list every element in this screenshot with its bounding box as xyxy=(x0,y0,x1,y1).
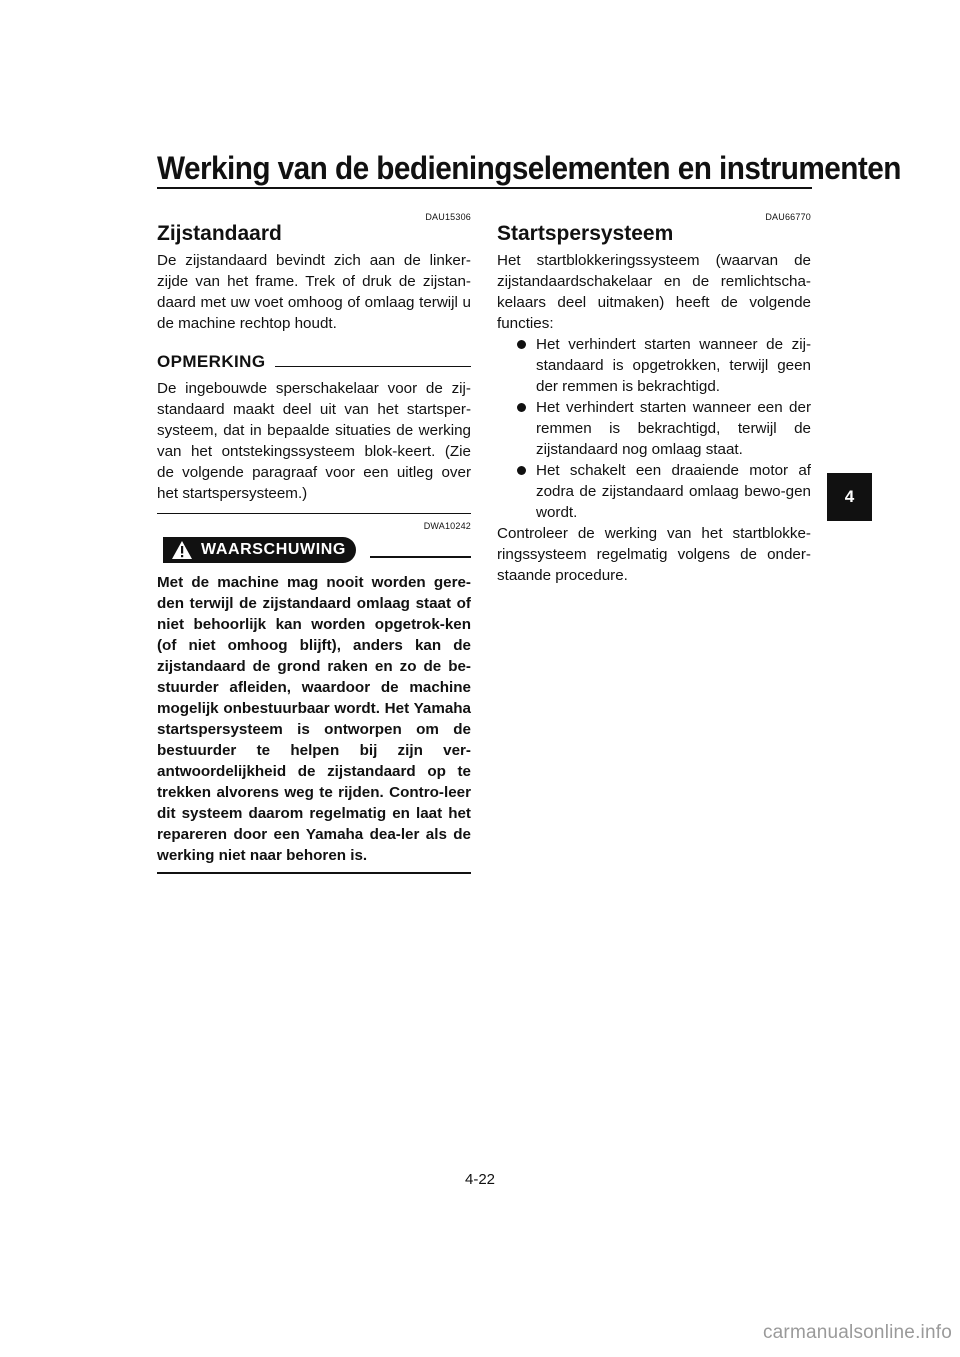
section-code: DAU66770 xyxy=(765,212,811,222)
section-heading: Startspersysteem xyxy=(497,222,674,245)
section-code: DAU15306 xyxy=(425,212,471,222)
warning-text: Met de machine mag nooit worden gere-den… xyxy=(157,574,471,864)
header-rule xyxy=(157,187,812,189)
warning-triangle-icon xyxy=(172,541,192,559)
list-item-text: Het verhindert starten wanneer de zij-st… xyxy=(536,336,811,395)
warning-end-rule xyxy=(157,872,471,874)
bullet-dot-icon xyxy=(517,340,526,349)
note-end-rule xyxy=(157,513,471,514)
function-list: Het verhindert starten wanneer de zij-st… xyxy=(497,334,811,523)
section-paragraph: De zijstandaard bevindt zich aan de link… xyxy=(157,252,471,332)
warning-badge: WAARSCHUWING xyxy=(163,537,356,563)
page-number: 4-22 xyxy=(464,1171,496,1188)
note-rule xyxy=(275,365,471,367)
chapter-tab: 4 xyxy=(827,473,872,521)
warning-code: DWA10242 xyxy=(423,521,471,531)
list-item: Het verhindert starten wanneer een der r… xyxy=(515,397,811,460)
bullet-dot-icon xyxy=(517,403,526,412)
note-header: OPMERKING xyxy=(157,352,471,372)
warning-header: WAARSCHUWING xyxy=(157,537,471,563)
warning-title: WAARSCHUWING xyxy=(201,541,346,558)
page-header-title: Werking van de bedieningselementen en in… xyxy=(157,150,901,186)
list-item: Het schakelt een draaiende motor af zodr… xyxy=(515,460,811,523)
list-item-text: Het verhindert starten wanneer een der r… xyxy=(536,399,811,458)
list-item-text: Het schakelt een draaiende motor af zodr… xyxy=(536,462,811,521)
warning-rule xyxy=(369,556,471,558)
note-title: OPMERKING xyxy=(157,352,266,371)
left-column: DAU15306 Zijstandaard De zijstandaard be… xyxy=(157,212,471,874)
right-column: DAU66770 Startspersysteem Het startblokk… xyxy=(497,212,811,586)
bullet-dot-icon xyxy=(517,466,526,475)
list-item: Het verhindert starten wanneer de zij-st… xyxy=(515,334,811,397)
section-heading: Zijstandaard xyxy=(157,222,282,245)
section-closing: Controleer de werking van het startblokk… xyxy=(497,525,811,584)
watermark: carmanualsonline.info xyxy=(762,1322,952,1343)
note-text: De ingebouwde sperschakelaar voor de zij… xyxy=(157,380,471,502)
section-intro: Het startblokkeringssysteem (waarvan de … xyxy=(497,252,811,332)
